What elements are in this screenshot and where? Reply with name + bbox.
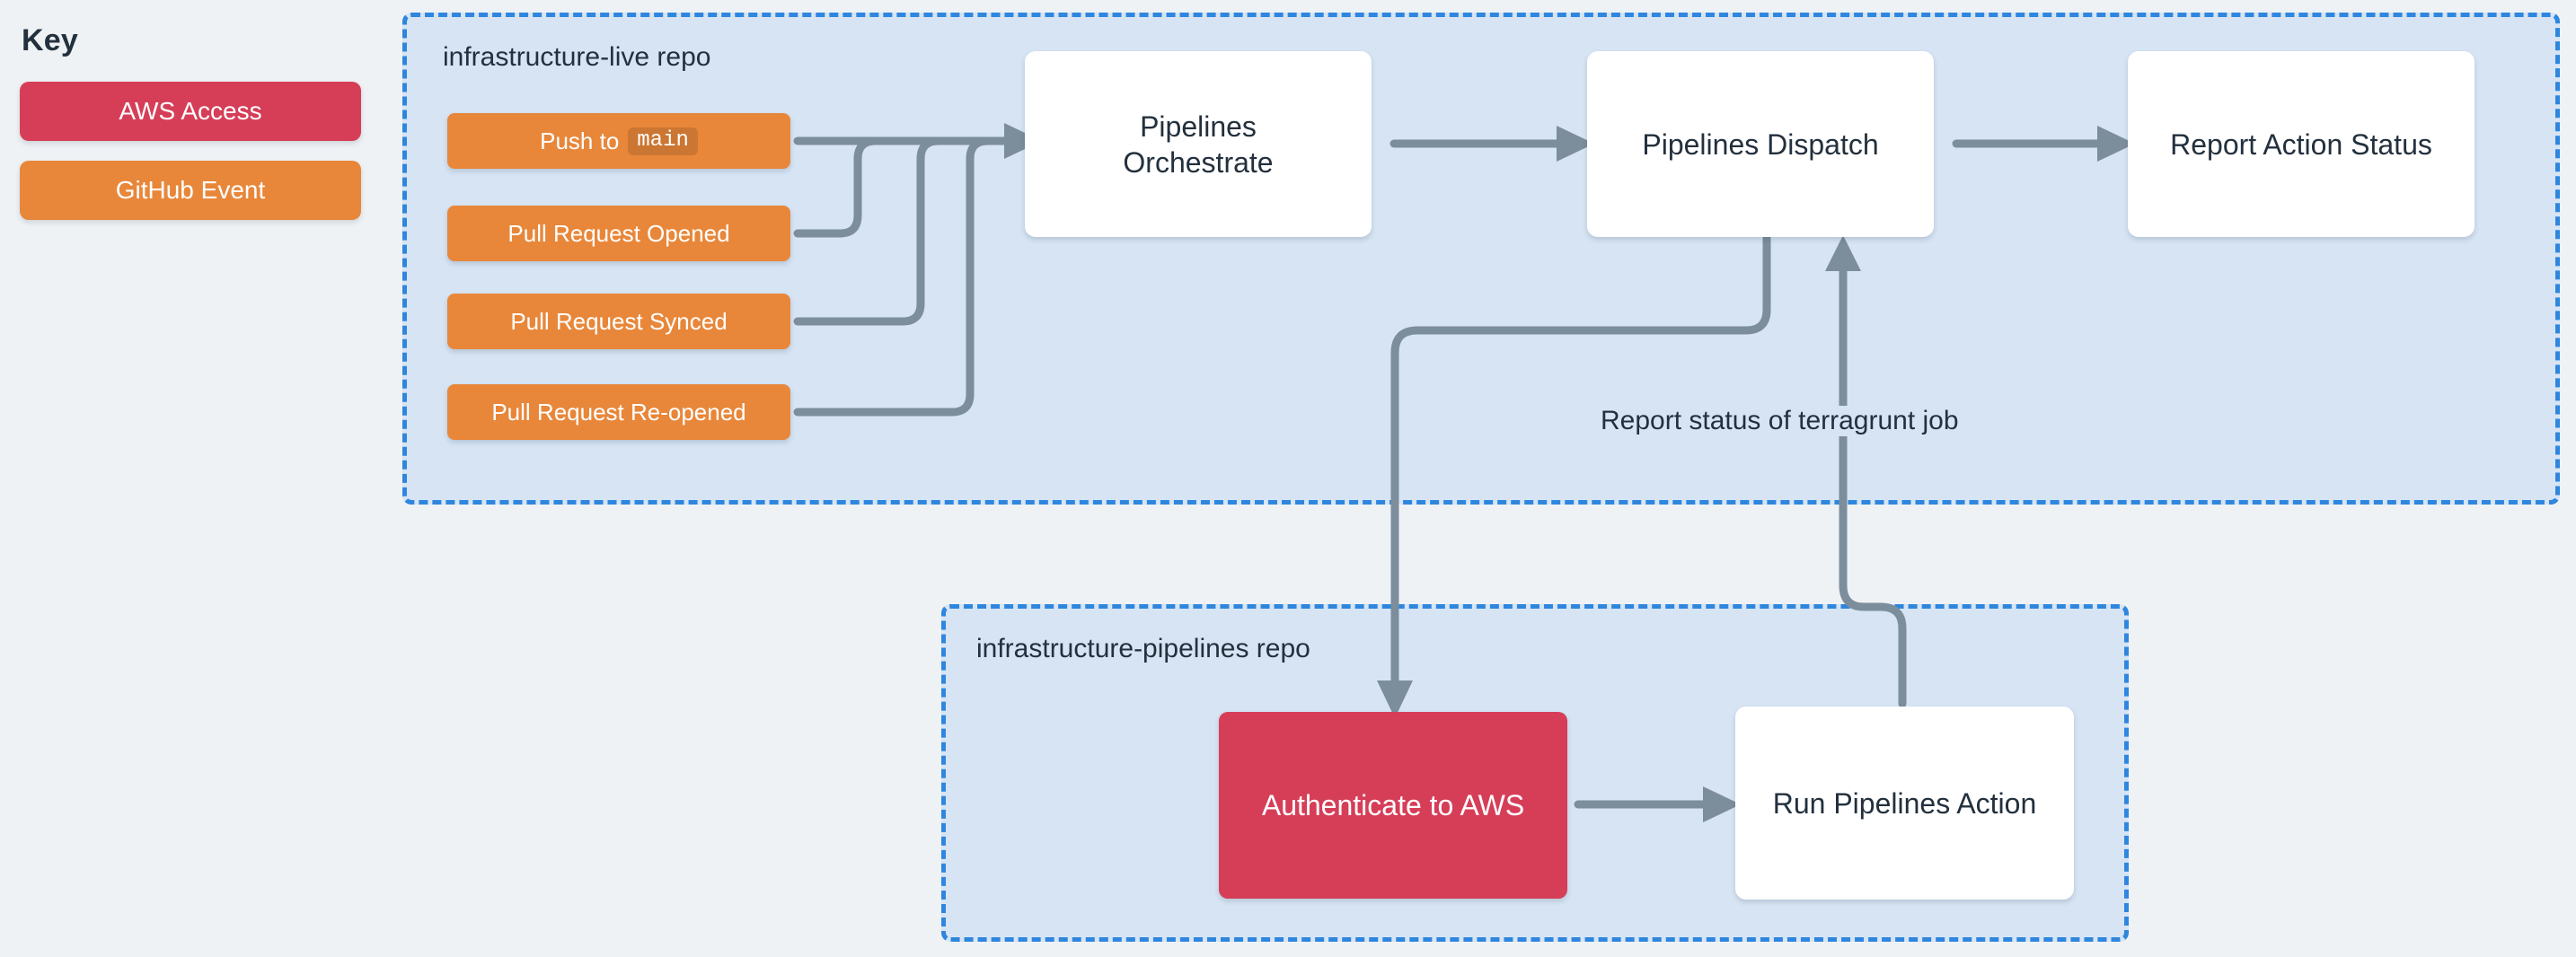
key-title: Key — [22, 23, 78, 57]
node-label-pipelines-orchestrate-line1: Pipelines — [1140, 110, 1257, 143]
node-pr-synced[interactable]: Pull Request Synced — [447, 294, 790, 349]
node-push-to-main[interactable]: Push to main — [447, 113, 790, 169]
node-pr-reopened[interactable]: Pull Request Re-opened — [447, 384, 790, 440]
legend-label-github-event: GitHub Event — [115, 176, 266, 204]
legend-item-aws-access: AWS Access — [20, 82, 361, 141]
node-report-action-status[interactable]: Report Action Status — [2128, 51, 2475, 237]
node-code-main: main — [628, 127, 698, 155]
node-run-pipelines-action[interactable]: Run Pipelines Action — [1735, 707, 2074, 900]
container-label-infrastructure-live: infrastructure-live repo — [443, 42, 711, 72]
edge-label-report-status: Report status of terragrunt job — [1592, 406, 1968, 436]
node-label-push-to-main: Push to — [540, 127, 620, 154]
legend-label-aws-access: AWS Access — [119, 97, 262, 125]
legend-item-github-event: GitHub Event — [20, 161, 361, 220]
key-legend: Key AWS Access GitHub Event — [20, 23, 361, 240]
node-label-pr-reopened: Pull Request Re-opened — [491, 398, 746, 426]
node-label-report-action-status: Report Action Status — [2170, 127, 2432, 161]
node-label-pipelines-orchestrate-line2: Orchestrate — [1123, 145, 1274, 179]
node-label-pipelines-dispatch: Pipelines Dispatch — [1642, 127, 1879, 161]
node-pipelines-orchestrate[interactable]: Pipelines Orchestrate — [1025, 51, 1372, 237]
node-pipelines-dispatch[interactable]: Pipelines Dispatch — [1587, 51, 1934, 237]
node-label-run-pipelines-action: Run Pipelines Action — [1772, 786, 2037, 820]
node-label-authenticate-to-aws: Authenticate to AWS — [1261, 789, 1525, 821]
container-label-infrastructure-pipelines: infrastructure-pipelines repo — [976, 634, 1310, 663]
node-label-pr-opened: Pull Request Opened — [507, 219, 730, 247]
node-authenticate-to-aws[interactable]: Authenticate to AWS — [1219, 712, 1567, 899]
node-pr-opened[interactable]: Pull Request Opened — [447, 206, 790, 261]
node-label-pr-synced: Pull Request Synced — [510, 307, 728, 335]
